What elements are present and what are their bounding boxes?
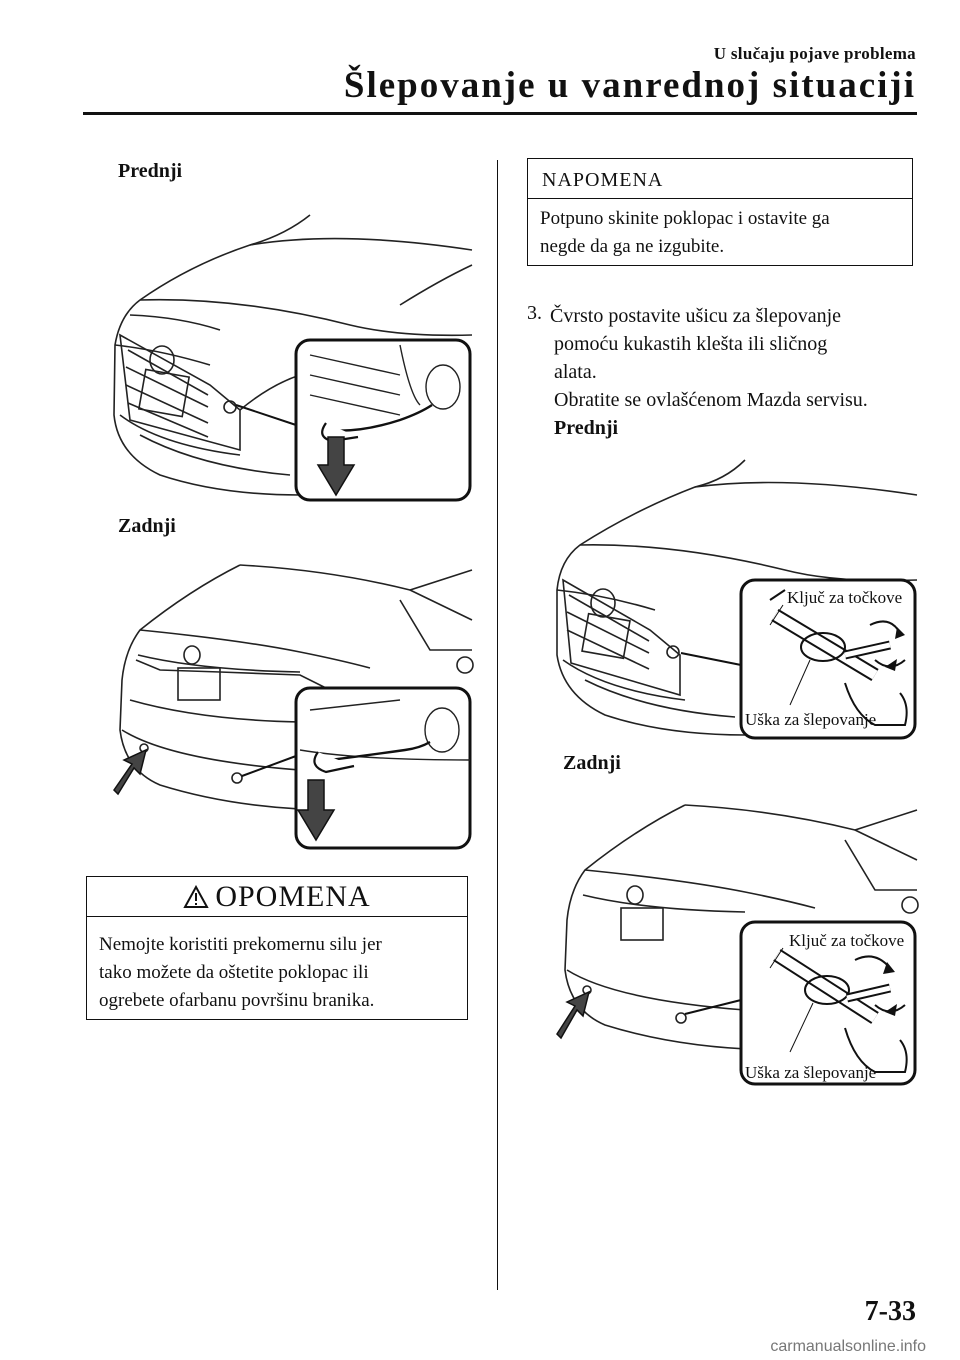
wrench-callout: Ključ za točkove — [789, 931, 904, 950]
page-number: 7-33 — [864, 1296, 916, 1327]
warning-box: OPOMENA Nemojte koristiti prekomernu sil… — [86, 876, 468, 1020]
rear-label: Zadnji — [118, 515, 176, 537]
step-number: 3. — [527, 302, 542, 324]
warning-title: OPOMENA — [215, 879, 371, 913]
warning-line: Nemojte koristiti prekomernu silu jer — [99, 934, 382, 955]
step-front-label: Prednji — [554, 417, 619, 439]
front-label: Prednji — [118, 160, 183, 182]
rear-wrench-illustration: Ključ za točkove Uška za šlepovanje — [556, 804, 919, 1086]
front-car-cover-illustration — [113, 214, 473, 502]
eye-callout: Uška za šlepovanje — [745, 1063, 876, 1082]
wrench-callout: Ključ za točkove — [787, 588, 902, 607]
step-rear-label: Zadnji — [563, 752, 621, 774]
header-divider — [83, 112, 917, 115]
front-wrench-illustration: Ključ za točkove Uška za šlepovanje — [556, 459, 918, 740]
eye-callout: Uška za šlepovanje — [745, 710, 876, 729]
note-box: NAPOMENA Potpuno skinite poklopac i osta… — [527, 158, 913, 266]
page-header: U slučaju pojave problema Šlepovanje u v… — [0, 0, 960, 120]
warning-line: tako možete da oštetite poklopac ili — [99, 962, 369, 983]
note-line: Potpuno skinite poklopac i ostavite ga — [540, 208, 830, 229]
rear-car-cover-illustration — [113, 564, 474, 850]
watermark: carmanualsonline.info — [770, 1338, 926, 1355]
step-line: alata. — [554, 361, 597, 383]
step-line: Obratite se ovlašćenom Mazda servisu. — [554, 389, 868, 411]
note-text: Potpuno skinite poklopac i ostavite ga n… — [540, 205, 902, 261]
note-line: negde da ga ne izgubite. — [540, 236, 725, 257]
warning-header: OPOMENA — [87, 877, 467, 917]
warning-line: ogrebete ofarbanu površinu branika. — [99, 990, 375, 1011]
step-line: Čvrsto postavite ušicu za šlepovanje — [550, 305, 842, 327]
note-header: NAPOMENA — [528, 159, 912, 199]
note-title: NAPOMENA — [542, 169, 664, 191]
step-text: Čvrsto postavite ušicu za šlepovanje pom… — [550, 302, 924, 442]
section-title: U slučaju pojave problema — [713, 44, 916, 63]
column-divider — [497, 160, 498, 1290]
chapter-title: Šlepovanje u vanrednoj situaciji — [343, 65, 916, 106]
warning-text: Nemojte koristiti prekomernu silu jer ta… — [99, 931, 455, 1015]
warning-triangle-icon — [183, 884, 210, 908]
step-line: pomoću kukastih klešta ili sličnog — [554, 333, 828, 355]
